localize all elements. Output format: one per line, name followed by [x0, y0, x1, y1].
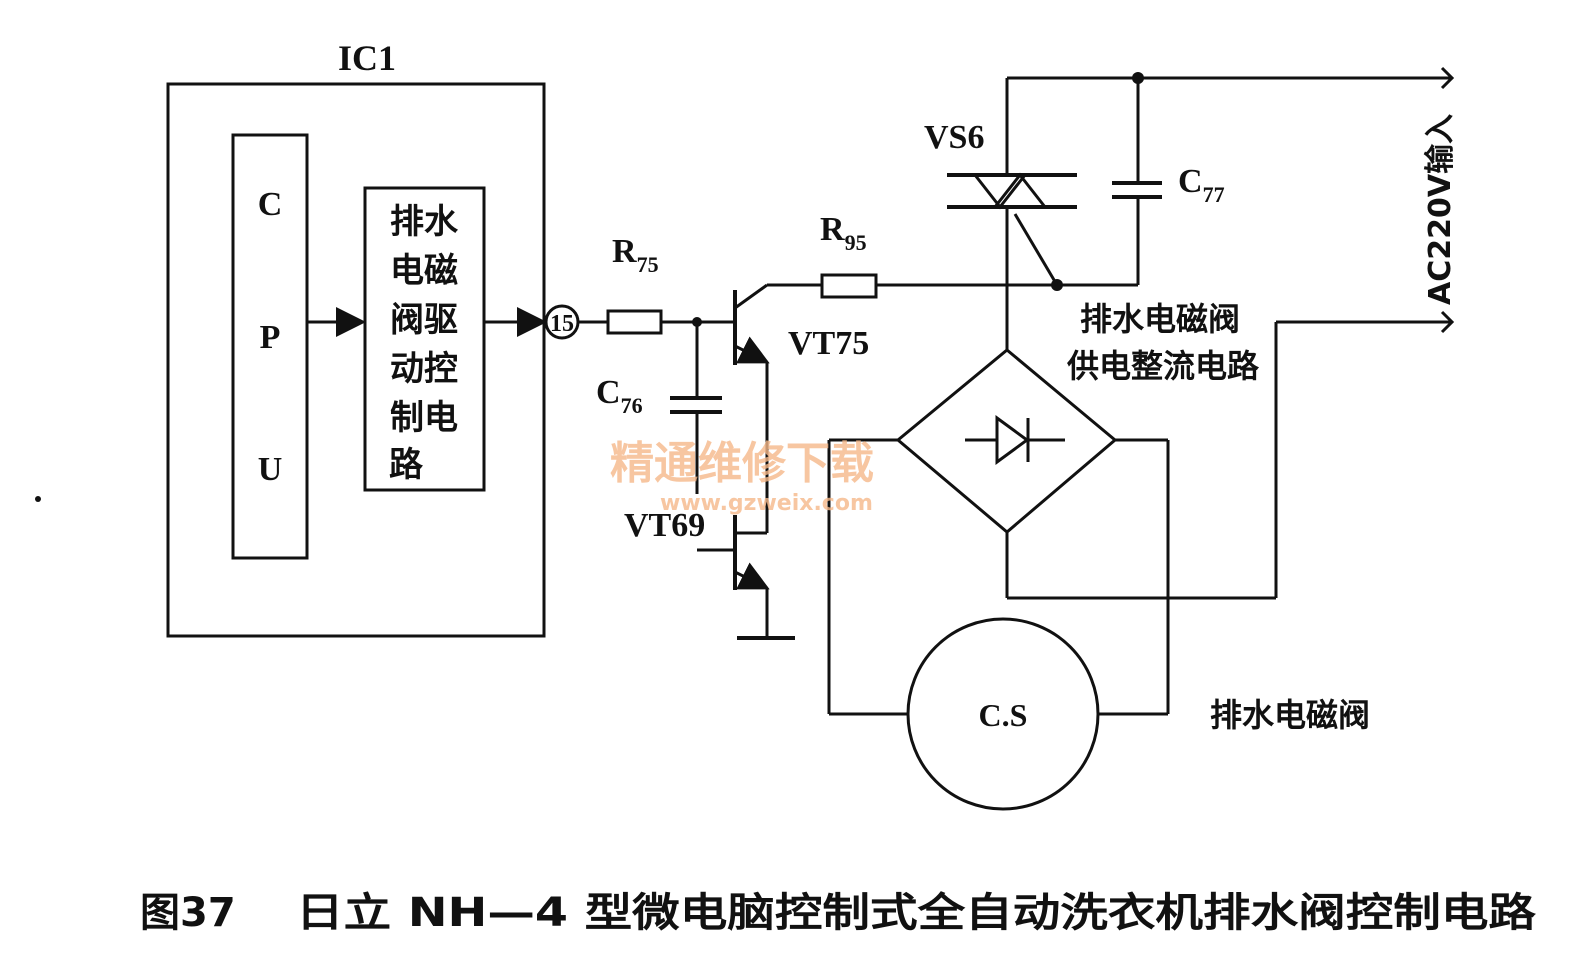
vt69-emitter [734, 562, 770, 590]
driver-line-3: 阀驱 [390, 300, 458, 340]
driver-box [363, 186, 486, 492]
ac-terminal-top [1440, 66, 1455, 90]
watermark-url: www.gzweix.com [660, 491, 873, 516]
driver-line-2: 电磁 [390, 251, 458, 291]
coil-label: C.S [979, 697, 1028, 733]
rectifier-line-2: 供电整流电路 [1067, 347, 1260, 385]
ic1-label: IC1 [338, 38, 396, 78]
vt75-collector [734, 283, 768, 310]
driver-line-1: 排水 [390, 202, 459, 242]
pin-15-label: 15 [550, 311, 574, 337]
vt75-label: VT75 [788, 325, 869, 362]
vs6-gate [1013, 213, 1059, 286]
cpu-letter-p: P [260, 319, 281, 356]
vs6-diode-down [973, 174, 1027, 210]
cpu-letter-c: C [258, 186, 283, 223]
driver-line-6: 路 [389, 445, 424, 485]
driver-line-4: 动控 [390, 349, 458, 389]
c77-label: C77 [1178, 163, 1225, 207]
driver-line-5: 制电 [390, 398, 458, 438]
r95-label: R95 [820, 211, 867, 255]
valve-label: 排水电磁阀 [1210, 696, 1370, 734]
cpu-box [231, 133, 309, 560]
ic1-box [166, 82, 546, 638]
cpu-letter-u: U [258, 451, 283, 488]
figure-title: 日立 NH—4 型微电脑控制式全自动洗衣机排水阀控制电路 [296, 890, 1537, 936]
vt75-emitter [734, 336, 770, 364]
r75-label: R75 [612, 233, 659, 277]
bridge-diode-triangle [995, 415, 1030, 465]
r75-resistor [606, 309, 663, 335]
ac-input-label: AC220V输入 [1423, 114, 1458, 305]
vs6-diode-up [993, 172, 1047, 208]
rectifier-line-1: 排水电磁阀 [1080, 300, 1240, 338]
c76-label: C76 [596, 374, 643, 418]
vs6-label: VS6 [924, 119, 984, 156]
figure-number: 图37 [140, 890, 236, 936]
watermark-text: 精通维修下载 [610, 438, 874, 489]
r95-resistor [820, 273, 878, 299]
stray-mark [35, 496, 41, 502]
ac-terminal-bottom [1440, 310, 1455, 334]
solenoid-coil [906, 617, 1100, 811]
vt69-label: VT69 [624, 507, 705, 544]
